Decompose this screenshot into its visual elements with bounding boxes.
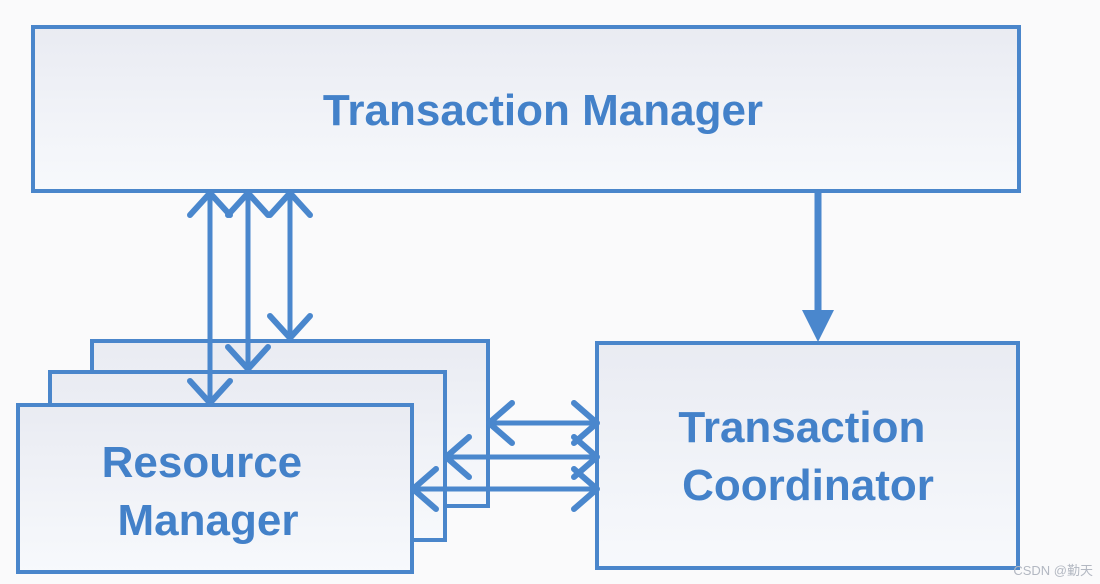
transaction-manager-label: Transaction Manager — [323, 86, 763, 135]
transaction-coordinator-box — [595, 341, 1020, 570]
resource-manager-node — [16, 339, 490, 574]
tm-tc-arrow — [802, 191, 834, 342]
resource-manager-label: Resource Manager — [102, 438, 315, 545]
resource-manager-box-front — [16, 403, 414, 574]
rm-tc-bidirectional-arrow-1 — [486, 400, 600, 446]
tm-rm-bidirectional-arrow-2 — [225, 190, 271, 372]
transaction-coordinator-label: Transaction Coordinator — [678, 403, 937, 510]
rm-tc-bidirectional-arrow-3 — [410, 466, 600, 512]
rm-tc-bidirectional-arrow-2 — [443, 434, 600, 480]
tm-rm-bidirectional-arrow-3 — [267, 190, 313, 341]
transaction-manager-box — [31, 25, 1021, 193]
tm-rm-bidirectional-arrow-1 — [187, 190, 233, 406]
watermark-text: CSDN @勤天 — [1013, 563, 1093, 578]
